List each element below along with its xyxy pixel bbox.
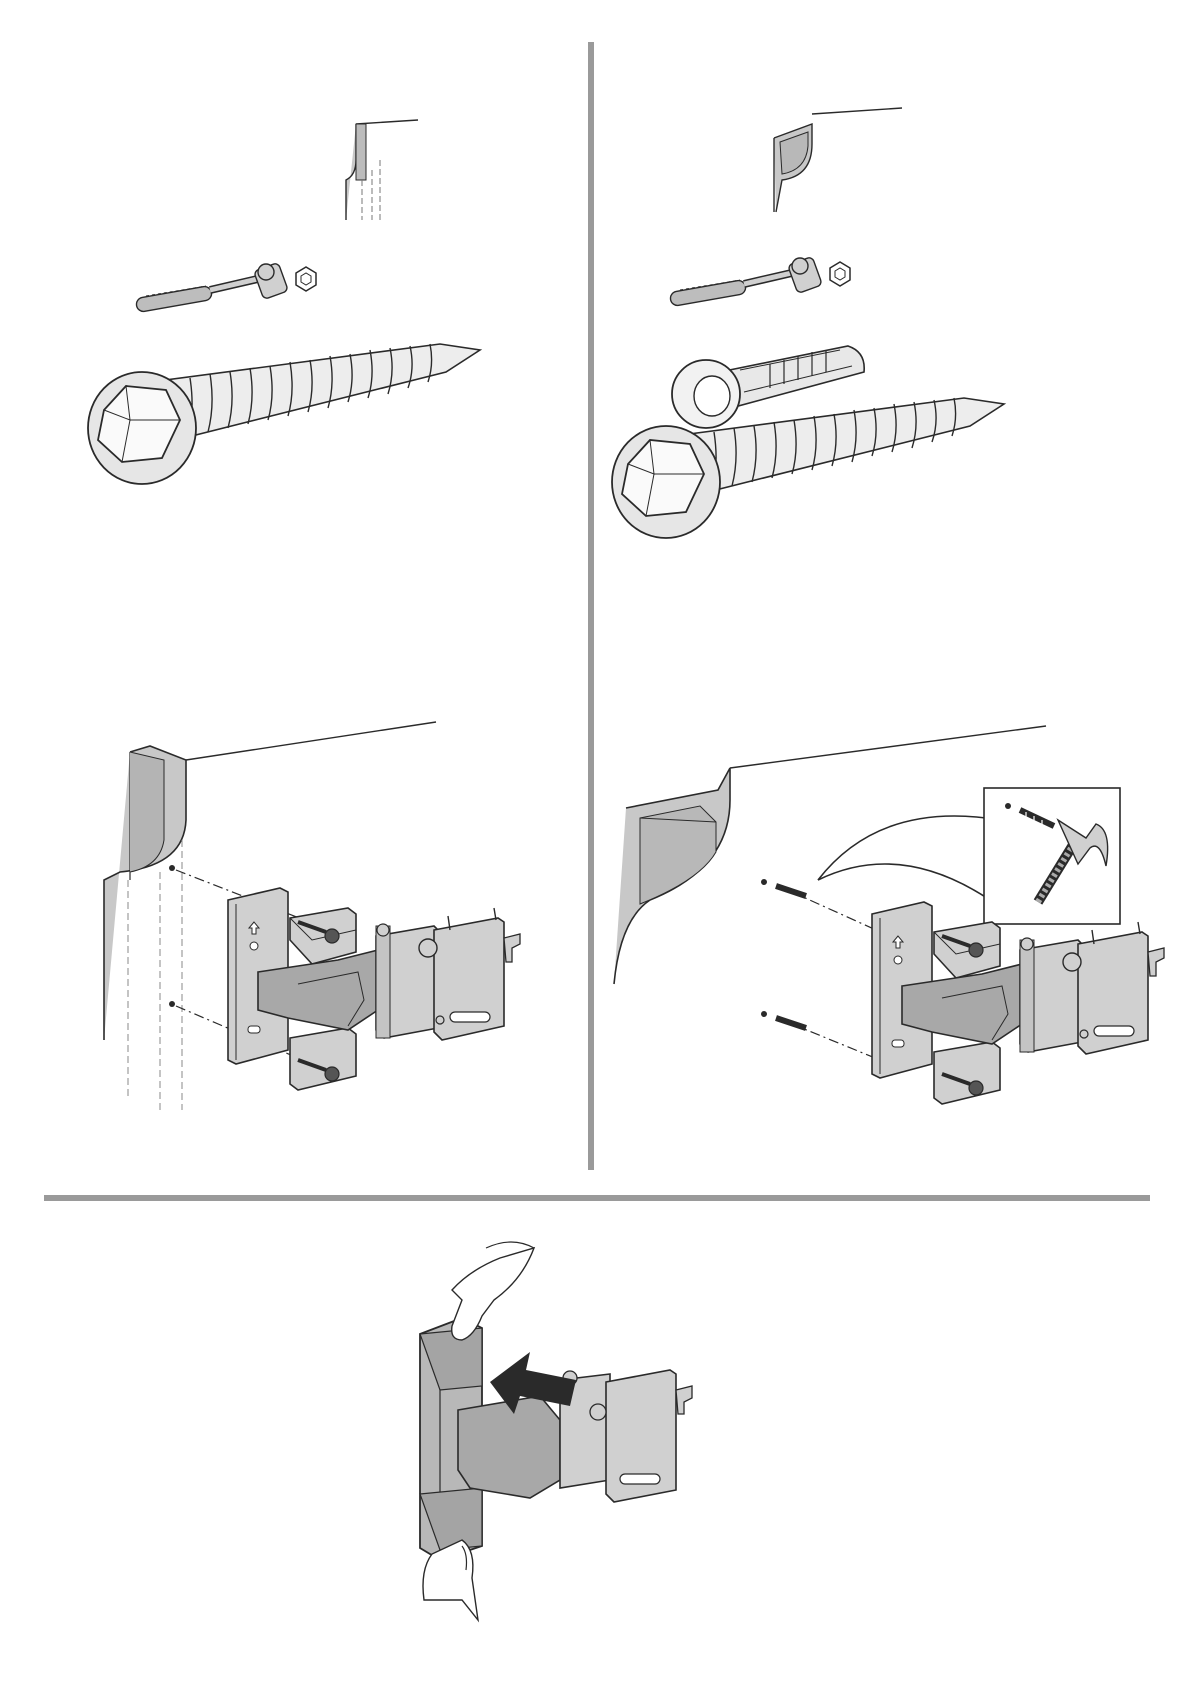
socket-wrench-icon — [669, 256, 822, 306]
curved-motion-arrow — [818, 816, 1000, 900]
hex-bit-icon — [296, 267, 316, 291]
socket-wrench-icon — [135, 262, 288, 312]
drill-guide-lines — [761, 879, 880, 1060]
bracket-with-cover — [420, 1318, 692, 1560]
hammer-detail-inset — [984, 788, 1120, 924]
hex-bit-icon — [830, 262, 850, 286]
wall-bracket — [872, 902, 1164, 1104]
lag-screw-icon — [612, 398, 1004, 538]
upper-hand — [452, 1242, 534, 1340]
concrete-wall-profile — [774, 108, 902, 212]
lag-screw-icon — [88, 344, 480, 484]
wall-bracket — [228, 888, 520, 1090]
drywall-wall-profile — [346, 120, 418, 220]
